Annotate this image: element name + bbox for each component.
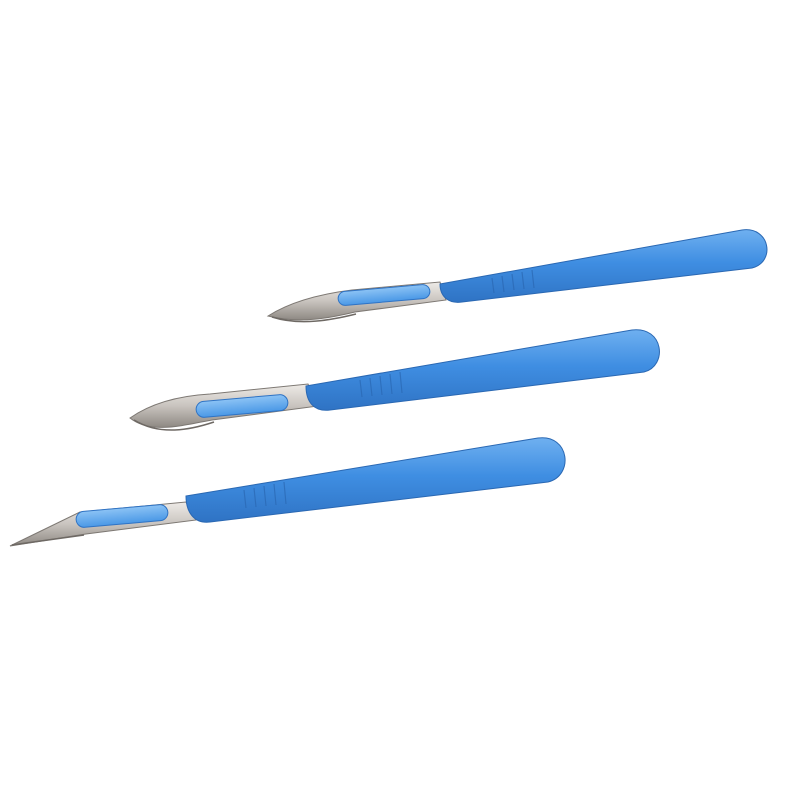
scalpel-top-handle bbox=[439, 229, 768, 303]
scalpel-top-slot bbox=[337, 284, 431, 306]
scalpel-middle bbox=[129, 329, 660, 431]
scalpel-bottom-blade-edge bbox=[11, 534, 85, 546]
scalpel-middle-blade-edge bbox=[133, 419, 215, 431]
scalpel-top bbox=[266, 229, 768, 323]
scalpel-top-grip bbox=[491, 269, 535, 294]
scalpel-bottom-slot bbox=[75, 504, 169, 528]
scalpel-top-blade-edge bbox=[271, 313, 357, 323]
scalpel-bottom-grip bbox=[243, 481, 287, 509]
scalpel-middle-slot bbox=[195, 394, 289, 418]
scalpel-middle-grip bbox=[359, 371, 403, 398]
scalpel-bottom bbox=[9, 437, 566, 547]
scalpel-middle-handle bbox=[305, 329, 660, 411]
scalpel-bottom-handle bbox=[185, 437, 566, 523]
